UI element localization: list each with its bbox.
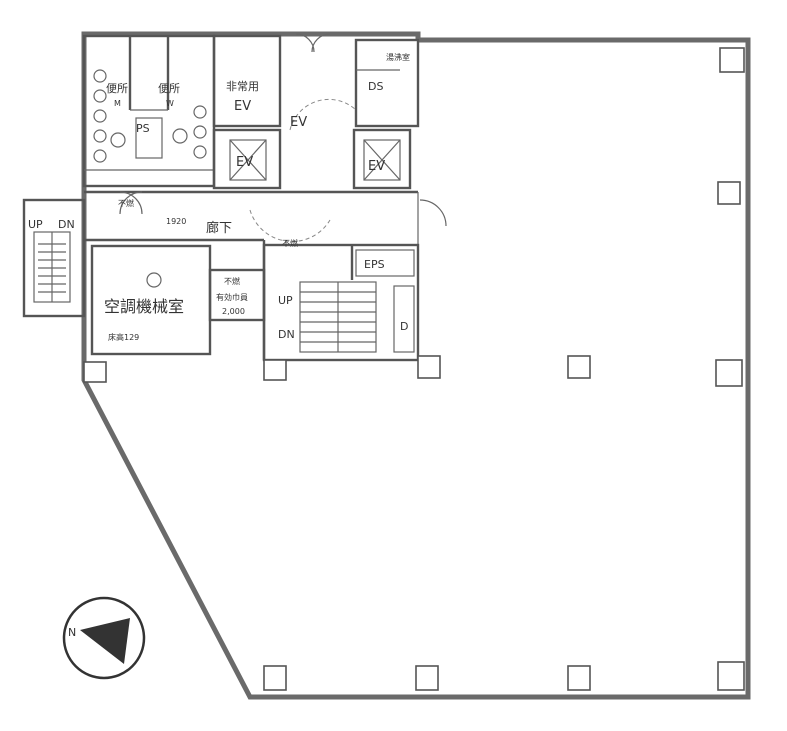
elevator-core: 非常用 EV EV EV EV [212, 34, 412, 242]
ahu-note: 床高129 [108, 332, 139, 342]
exterior-wall [81, 37, 751, 700]
left-stair-dn-label: DN [58, 218, 75, 231]
toilet-m-sub: M [114, 99, 121, 108]
ev-left-label: EV [236, 155, 253, 170]
columns [83, 47, 745, 691]
right-stair-dn-label: DN [278, 328, 295, 341]
right-stair: EPS UP DN 不燃 D [262, 238, 420, 362]
effective-width: 有効巾員 [216, 292, 248, 302]
ev-right-label: EV [368, 159, 385, 174]
fire-door-2: 不燃 [224, 276, 240, 286]
core-outer-wall [81, 31, 421, 362]
kitchen-label: 湯沸室 [386, 52, 410, 62]
ev-center-label: EV [290, 115, 307, 130]
ahu-room-label: 空調機械室 [104, 297, 184, 316]
toilet-w-label: 便所 [158, 82, 180, 95]
width-1920: 1920 [166, 217, 186, 226]
width-2000: 2,000 [222, 307, 245, 316]
ds-room: DS 湯沸室 [354, 38, 420, 128]
ps-label: PS [136, 122, 150, 135]
fire-ev-ev: EV [234, 99, 251, 114]
ds-label: DS [368, 80, 383, 93]
fire-door-1: 不燃 [118, 198, 134, 208]
toilet-w-sub: W [166, 99, 174, 108]
left-stair-up-label: UP [28, 218, 43, 231]
fire-door-3: 不燃 [282, 238, 298, 248]
toilet-m-label: 便所 [106, 82, 128, 95]
toilet-block: 便所 M 便所 W PS [82, 34, 216, 188]
left-stair: UP DN [22, 198, 86, 318]
compass-north-label: N [68, 626, 76, 639]
corridor-label: 廊下 [206, 220, 232, 236]
fire-ev-label: 非常用 [226, 80, 259, 93]
ahu-room: 空調機械室 床高129 不燃 有効巾員 2,000 [90, 244, 266, 356]
eps-label: EPS [364, 258, 385, 271]
compass: N [62, 596, 146, 680]
right-stair-up-label: UP [278, 294, 293, 307]
d-label: D [400, 320, 408, 333]
